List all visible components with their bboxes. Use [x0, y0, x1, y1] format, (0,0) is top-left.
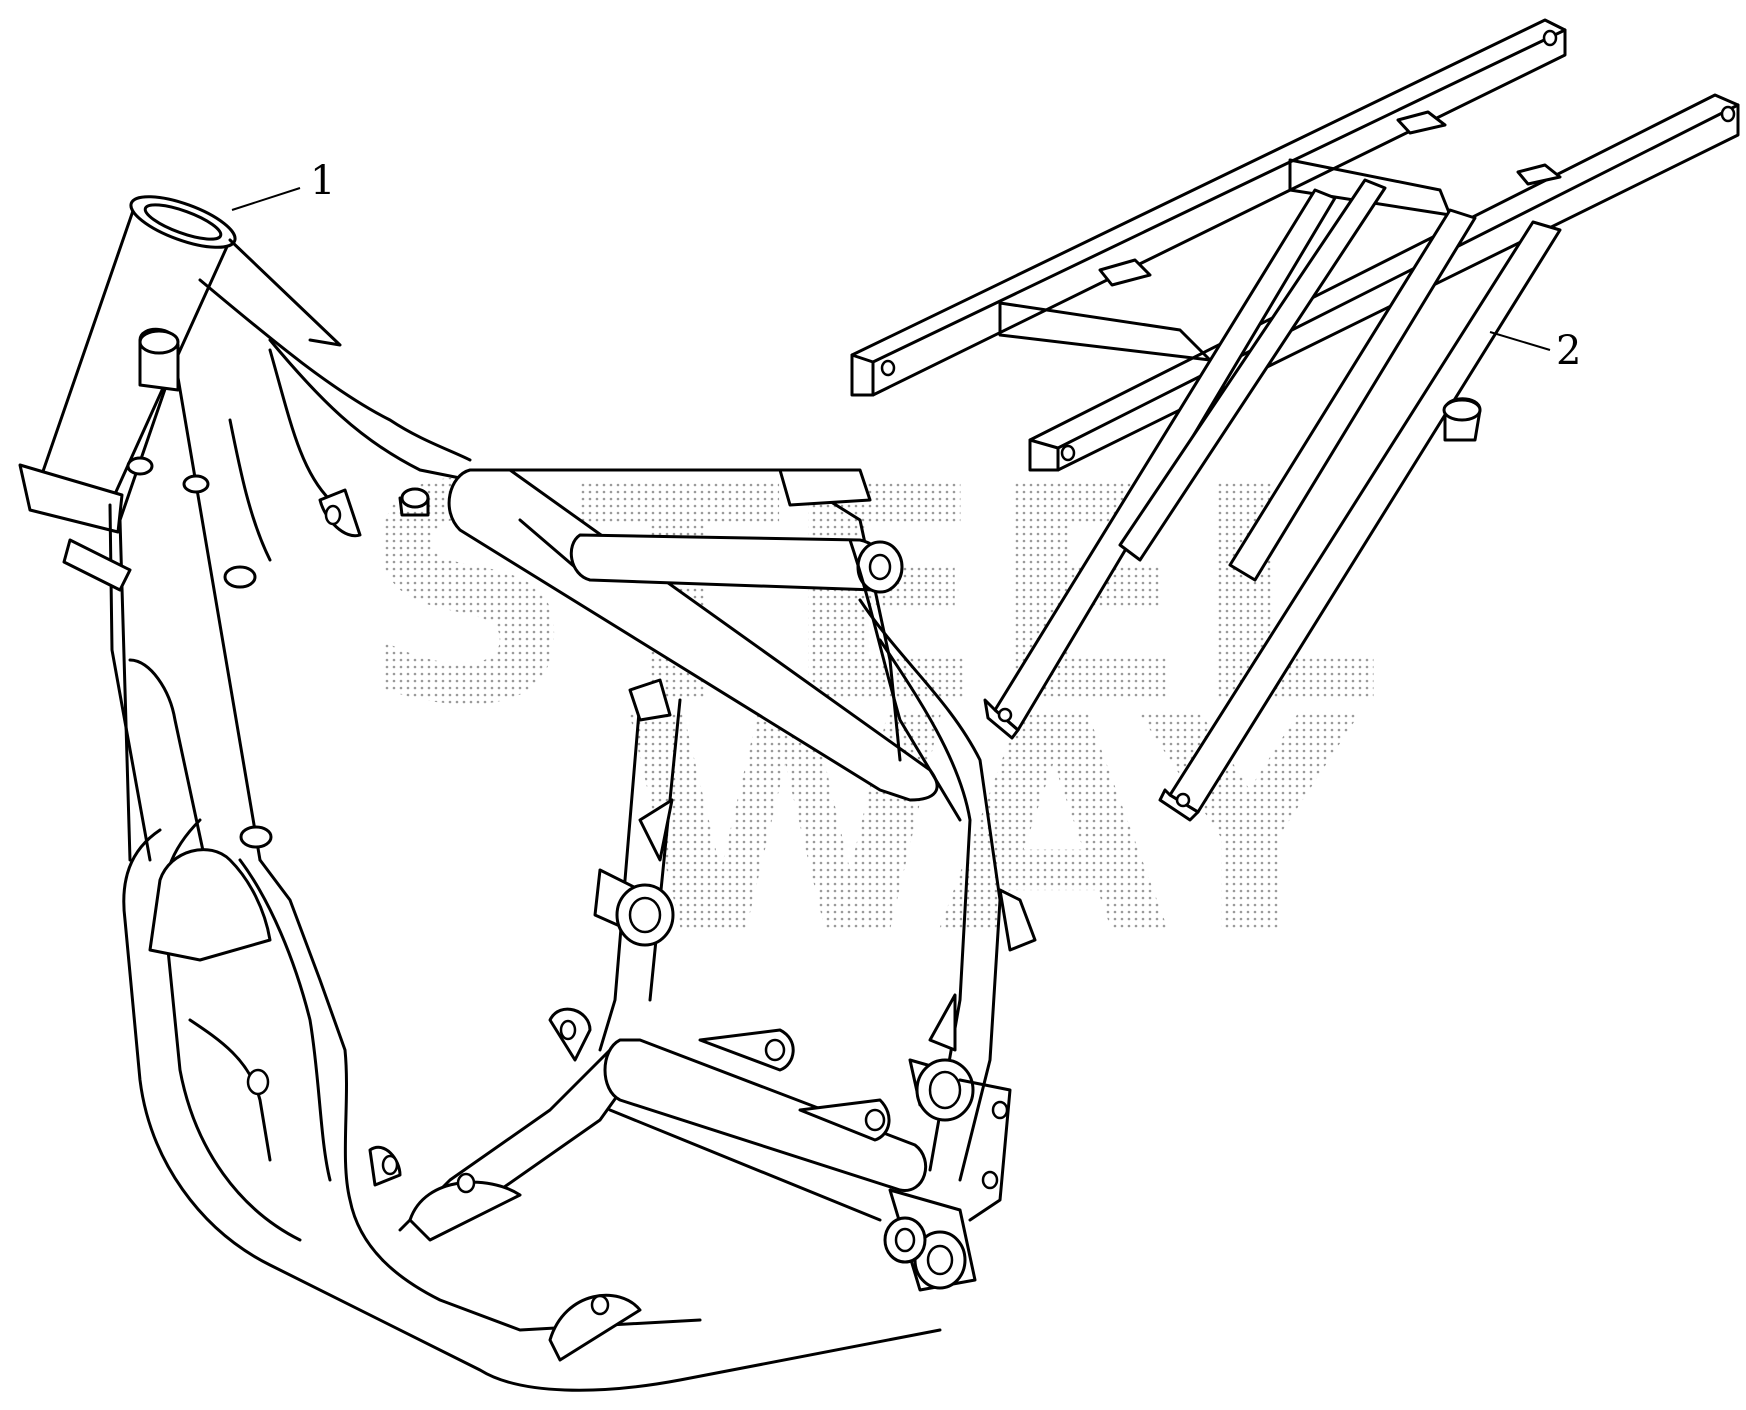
rear-subframe [850, 18, 1740, 822]
side-plate [148, 848, 272, 1162]
callout-1: 1 [231, 158, 335, 211]
engine-mount-bushing [593, 798, 675, 947]
rear-mount-bushing [908, 993, 975, 1122]
top-tube [198, 278, 472, 562]
callout-2-label: 2 [1556, 328, 1581, 374]
top-crossbar [569, 468, 904, 594]
cradle-left [122, 818, 942, 1392]
watermark-line-1: STEEL [360, 422, 1382, 771]
mounting-tabs [318, 488, 891, 1362]
swingarm-pivot [883, 1078, 1012, 1292]
center-tubes [398, 698, 928, 1232]
rear-uprights [848, 538, 1037, 1182]
subframe-left-rail [850, 18, 1567, 397]
steering-head-tube [18, 195, 237, 534]
callout-1-label: 1 [310, 158, 335, 204]
front-gusset [108, 238, 342, 862]
main-frame [18, 195, 1037, 1392]
callout-2: 2 [1489, 328, 1581, 374]
bosses [62, 327, 430, 849]
